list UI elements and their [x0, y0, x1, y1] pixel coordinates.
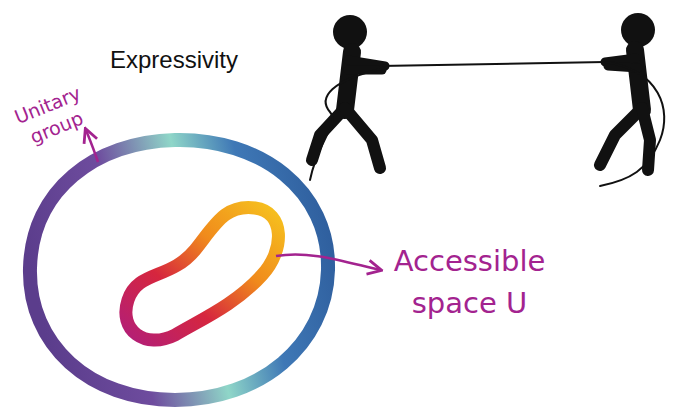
- slide-title: Expressivity: [110, 46, 238, 74]
- leader-arrow: [276, 254, 380, 270]
- unitary-group-label: Unitary group: [0, 76, 105, 156]
- accessible-blob: [126, 208, 279, 341]
- tug-of-war-figures: [310, 13, 664, 186]
- unitary-ring: [30, 140, 328, 400]
- leader-arrow: [86, 130, 98, 162]
- accessible-space-label: Accessible space U: [382, 240, 557, 324]
